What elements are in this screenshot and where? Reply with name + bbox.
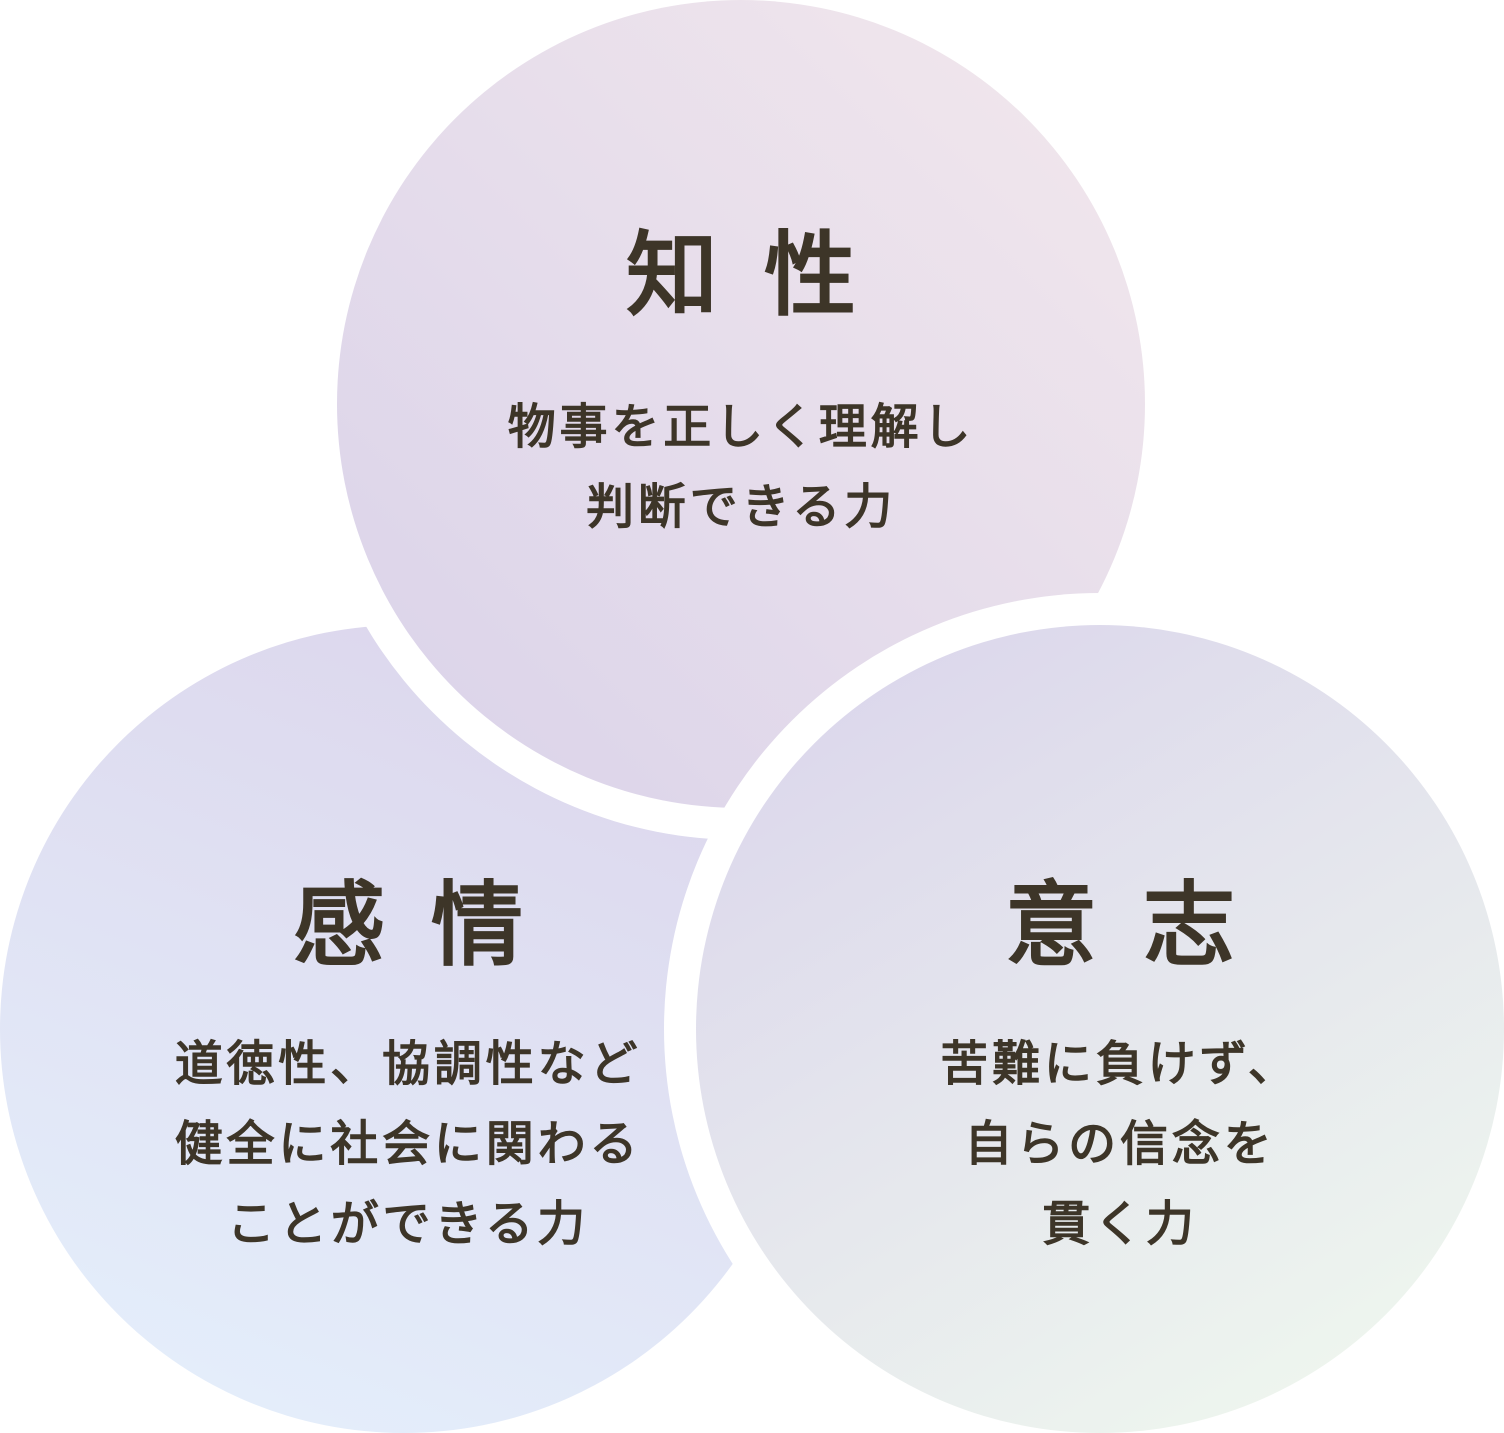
intellect-block: 知性 物事を正しく理解し 判断できる力 (508, 230, 975, 547)
intellect-title: 知性 (625, 222, 902, 329)
intellect-desc-line: 物事を正しく理解し (507, 399, 975, 455)
will-desc-line: 苦難に負けず、 (940, 1036, 1300, 1092)
emotion-desc-line: 健全に社会に関わる (174, 1116, 642, 1172)
emotion-desc-line: 道徳性、協調性など (174, 1036, 642, 1092)
emotion-circle (0, 625, 808, 1433)
will-desc-line: 自らの信念を (964, 1116, 1276, 1172)
will-block: 意志 苦難に負けず、 自らの信念を 貫く力 (940, 880, 1300, 1264)
intellect-circle (337, 0, 1145, 808)
emotion-block: 感情 道徳性、協調性など 健全に社会に関わる ことができる力 (175, 880, 642, 1264)
emotion-desc-line: ことができる力 (227, 1196, 589, 1252)
will-title: 意志 (1004, 872, 1281, 979)
will-circle (696, 625, 1504, 1433)
will-desc-line: 貫く力 (1042, 1196, 1198, 1252)
emotion-title: 感情 (292, 872, 569, 979)
intellect-desc-line: 判断できる力 (585, 479, 897, 535)
